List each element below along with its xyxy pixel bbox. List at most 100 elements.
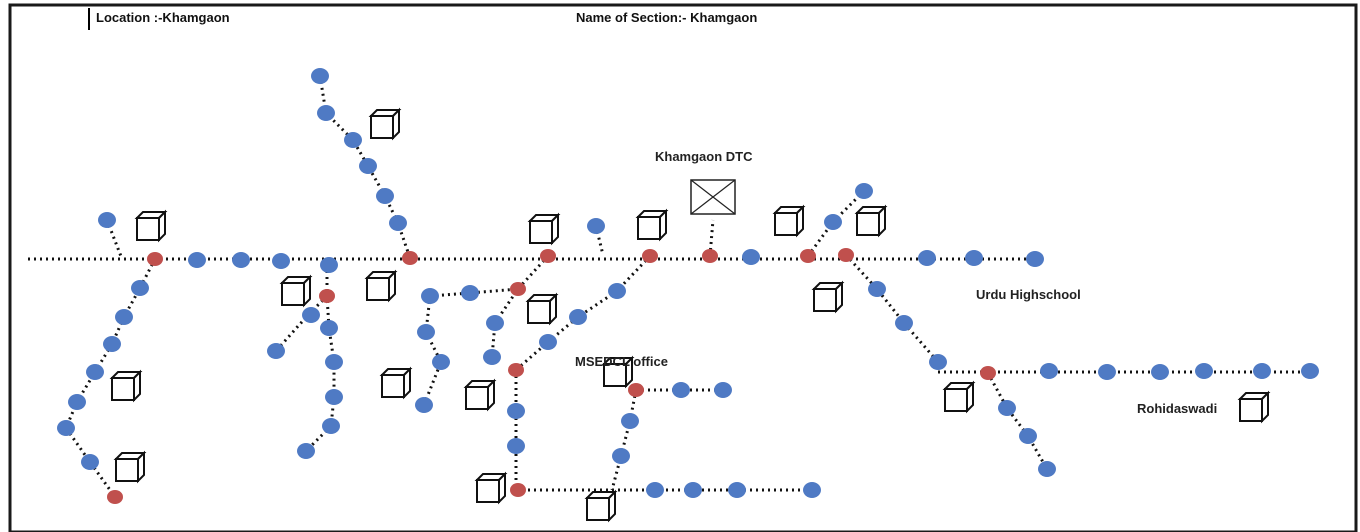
pole-node [98,212,116,228]
pole-node [486,315,504,331]
dtc-crossed-box-icon [690,179,736,215]
transformer-front-face [603,363,627,387]
pole-node [432,354,450,370]
junction-node [540,249,556,263]
feeder-line [490,254,550,358]
transformer-front-face [136,217,160,241]
transformer-box-icon [1237,390,1271,424]
pole-node [232,252,250,268]
pole-node [461,285,479,301]
pole-node [267,343,285,359]
transformer-box-icon [463,378,497,412]
junction-node [319,289,335,303]
transformer-front-face [529,220,553,244]
transformer-box-icon [772,204,806,238]
transformer-boxes [109,107,1271,523]
transformer-box-icon [854,204,888,238]
junction-node [402,251,418,265]
transformer-front-face [637,216,661,240]
pole-node [803,482,821,498]
pole-node [684,482,702,498]
transformer-front-face [381,374,405,398]
transformer-front-face [370,115,394,139]
pole-node [929,354,947,370]
feeder-line [64,258,157,498]
pole-node [895,315,913,331]
header-divider [88,8,90,30]
transformer-box-icon [525,292,559,326]
transformer-box-icon [635,208,669,242]
dtc-cross-line [690,179,736,215]
pole-node [569,309,587,325]
pole-node [539,334,557,350]
transformer-box-icon [368,107,402,141]
pole-node [86,364,104,380]
pole-node [507,403,525,419]
transformer-front-face [527,300,551,324]
pole-node [115,309,133,325]
transformer-front-face [465,386,489,410]
transformer-box-icon [601,355,635,389]
pole-node [672,382,690,398]
pole-node [188,252,206,268]
transformer-box-icon [279,274,313,308]
feeder-lines [28,75,1310,498]
pole-node [965,250,983,266]
pole-node [621,413,639,429]
pole-node [417,324,435,340]
pole-node [131,280,149,296]
pole-node [824,214,842,230]
pole-node [855,183,873,199]
transformer-front-face [281,282,305,306]
pole-node [325,354,343,370]
pole-node [612,448,630,464]
transformer-box-icon [134,209,168,243]
pole-node [376,188,394,204]
feeder-line [422,295,443,406]
pole-node [507,438,525,454]
pole-node [587,218,605,234]
feeder-line [429,287,519,298]
pole-node [728,482,746,498]
location-label: Location :-Khamgaon [96,10,230,25]
pole-node [302,307,320,323]
pole-node [1151,364,1169,380]
transformer-box-icon [474,471,508,505]
junction-node [800,249,816,263]
pole-node [918,250,936,266]
pole-node [272,253,290,269]
transformer-box-icon [109,369,143,403]
transformer-box-icon [364,269,398,303]
transformer-front-face [586,497,610,521]
pole-node [1019,428,1037,444]
pole-node [320,257,338,273]
urdu-highschool-label: Urdu Highschool [976,287,1081,302]
transformer-front-face [813,288,837,312]
pole-node [998,400,1016,416]
pole-node [1026,251,1044,267]
pole-node [1253,363,1271,379]
pole-node [311,68,329,84]
junction-node [508,363,524,377]
junction-node [628,383,644,397]
pole-node [1301,363,1319,379]
pole-node [322,418,340,434]
pole-node [646,482,664,498]
pole-node [297,443,315,459]
transformer-box-icon [811,280,845,314]
transformer-front-face [774,212,798,236]
pole-node [1040,363,1058,379]
pole-node [608,283,626,299]
pole-node [320,320,338,336]
transformer-front-face [476,479,500,503]
section-name-label: Name of Section:- Khamgaon [576,10,758,25]
junction-node [510,282,526,296]
feeder-line [594,225,605,256]
junction-node [510,483,526,497]
junction-node [107,490,123,504]
transformer-box-icon [527,212,561,246]
pole-node [868,281,886,297]
rohidaswadi-label: Rohidaswadi [1137,401,1218,416]
transformer-box-icon [584,489,618,523]
